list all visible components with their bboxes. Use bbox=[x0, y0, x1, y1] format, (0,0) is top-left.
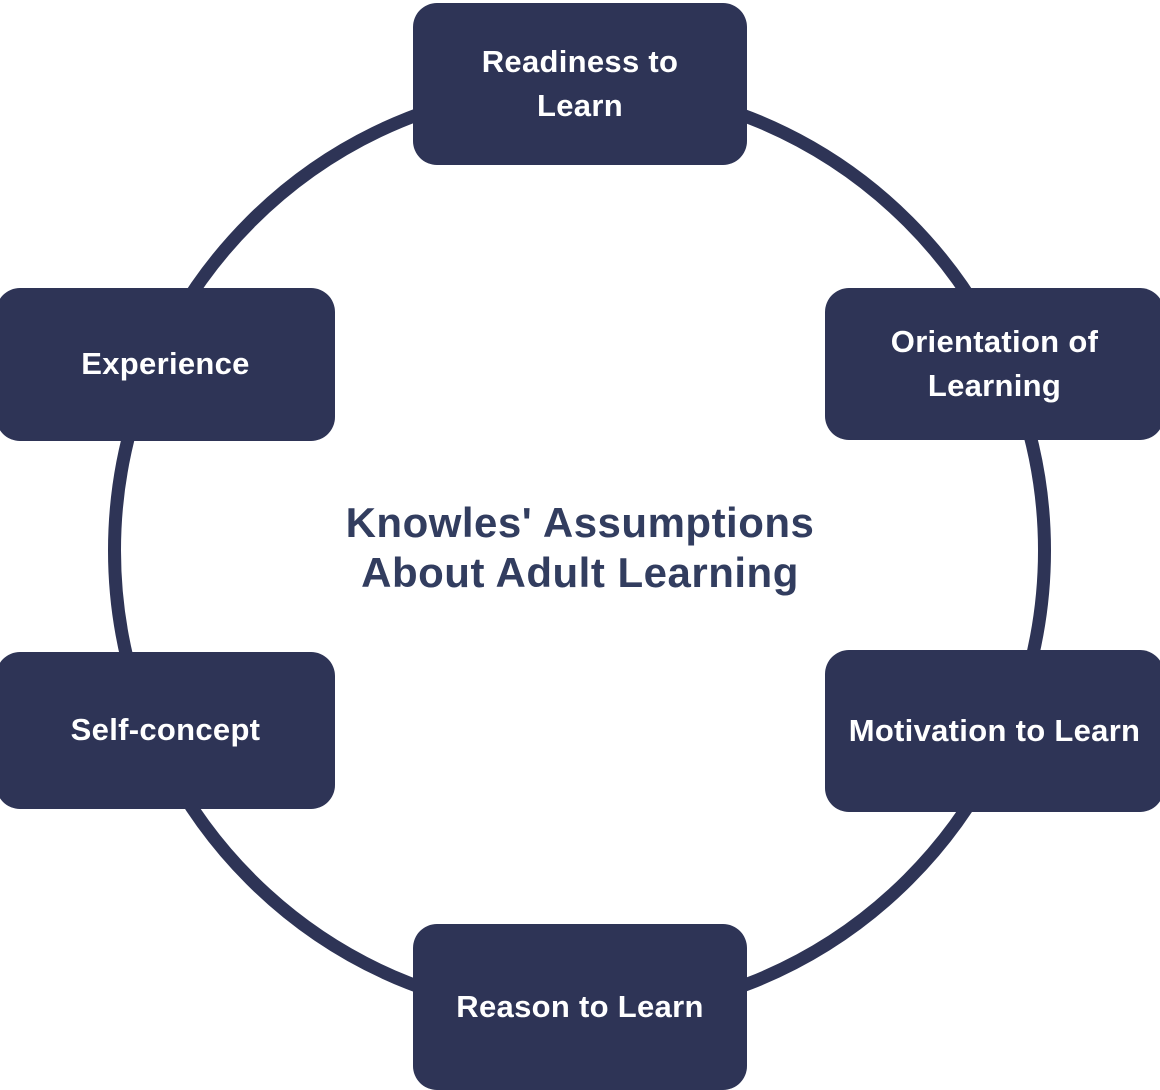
node-motivation-to-learn-label: Motivation to Learn bbox=[848, 712, 1141, 748]
node-reason-to-learn-label: Reason to Learn bbox=[456, 988, 704, 1024]
node-self-concept: Self-concept bbox=[0, 652, 335, 809]
node-experience-label: Experience bbox=[81, 346, 250, 382]
node-reason-to-learn: Reason to Learn bbox=[413, 924, 747, 1090]
node-orientation-of-learning-label: Orientation of Learning bbox=[890, 323, 1099, 403]
node-self-concept-label: Self-concept bbox=[70, 712, 261, 748]
diagram-title-line1: Knowles' Assumptions bbox=[345, 499, 815, 546]
diagram-title-line2: About Adult Learning bbox=[361, 548, 799, 596]
node-experience: Experience bbox=[0, 288, 335, 441]
node-readiness-to-learn: Readiness to Learn bbox=[413, 3, 747, 165]
node-readiness-to-learn-label: Readiness to Learn bbox=[481, 43, 679, 123]
node-motivation-to-learn: Motivation to Learn bbox=[825, 650, 1160, 812]
node-orientation-of-learning: Orientation of Learning bbox=[825, 288, 1160, 440]
diagram-title: Knowles' Assumptions About Adult Learnin… bbox=[0, 498, 1160, 598]
